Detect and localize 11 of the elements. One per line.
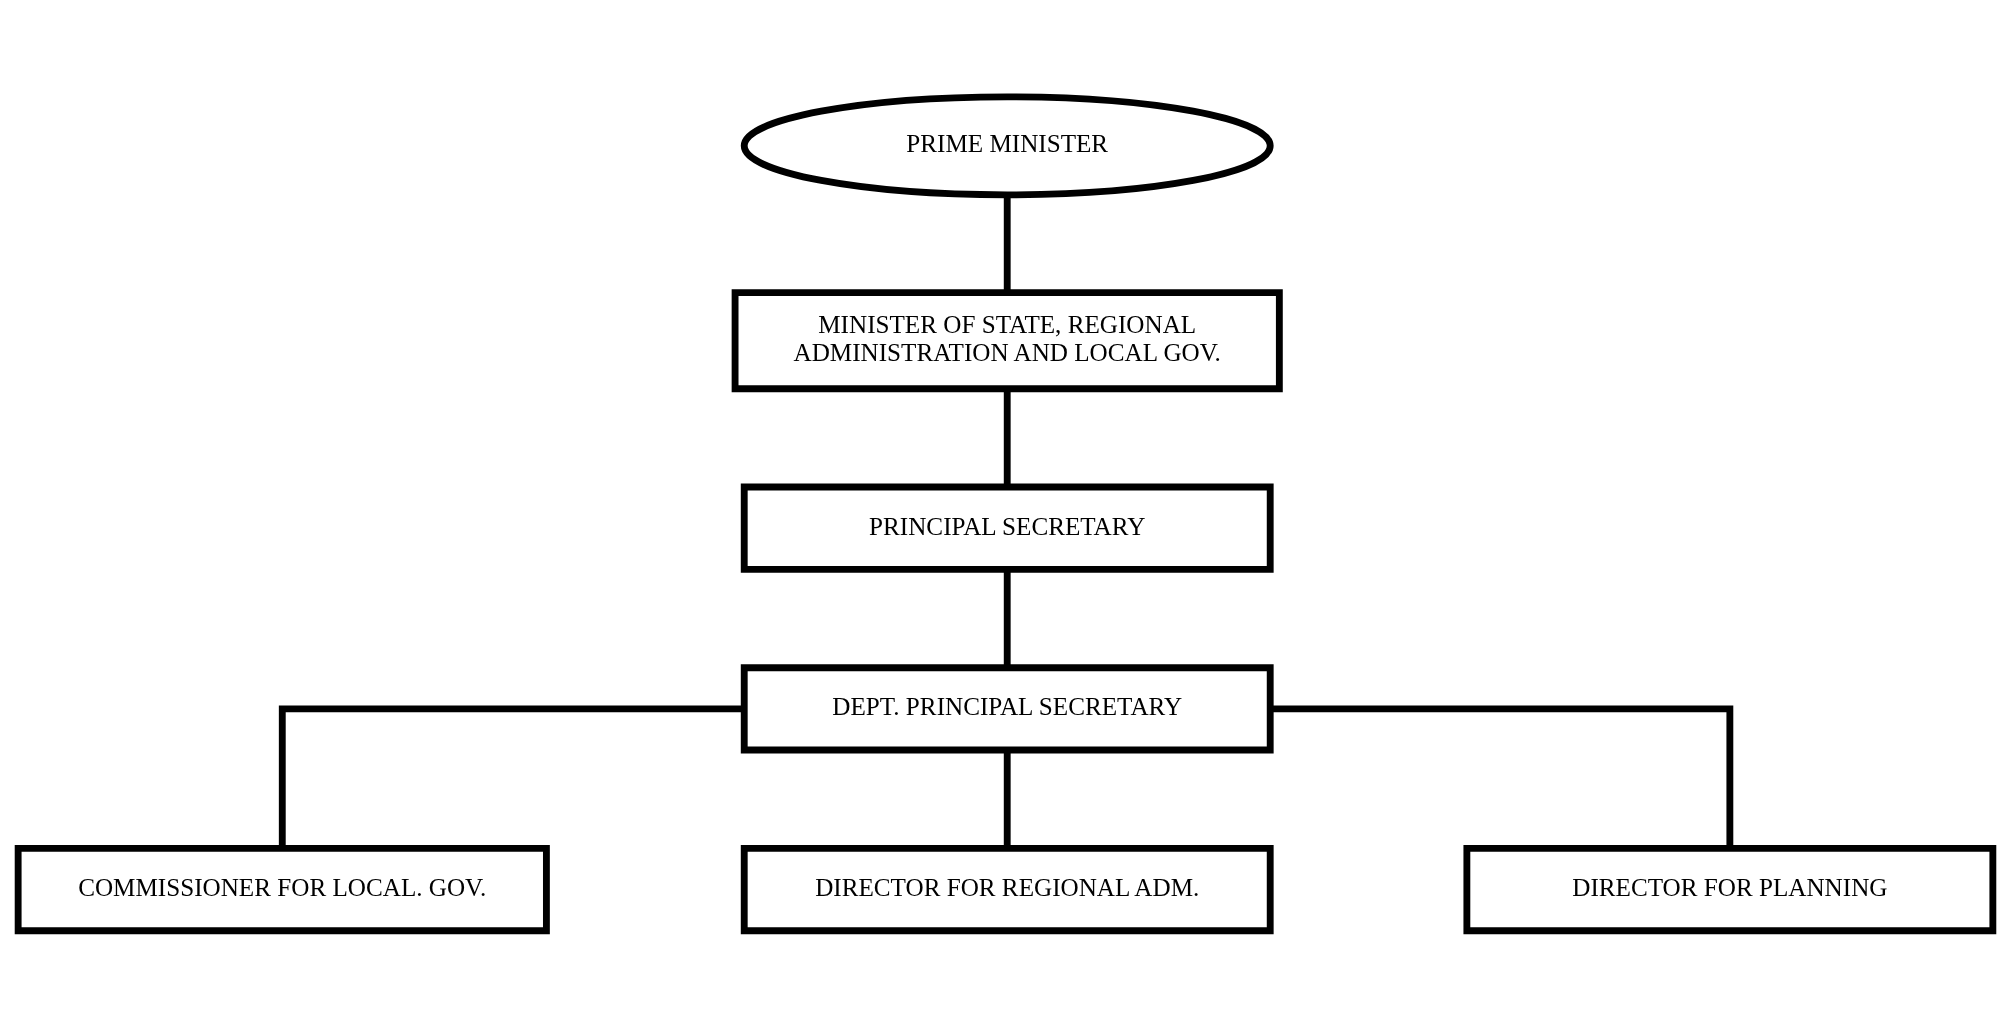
node-ellipse: PRIME MINISTER — [740, 92, 1274, 198]
connector — [278, 704, 743, 848]
node-box: COMMISSIONER FOR LOCAL. GOV. — [14, 844, 550, 934]
node-box: PRINCIPAL SECRETARY — [740, 483, 1274, 573]
connector — [1003, 750, 1011, 848]
node-box: DEPT. PRINCIPAL SECRETARY — [740, 663, 1274, 753]
node-box: DIRECTOR FOR PLANNING — [1462, 844, 1996, 934]
connector — [1270, 704, 1733, 848]
connector — [1003, 569, 1011, 667]
node-box: DIRECTOR FOR REGIONAL ADM. — [740, 844, 1274, 934]
node-box: MINISTER OF STATE, REGIONAL ADMINISTRATION AND LOCAL GOV. — [731, 288, 1283, 392]
